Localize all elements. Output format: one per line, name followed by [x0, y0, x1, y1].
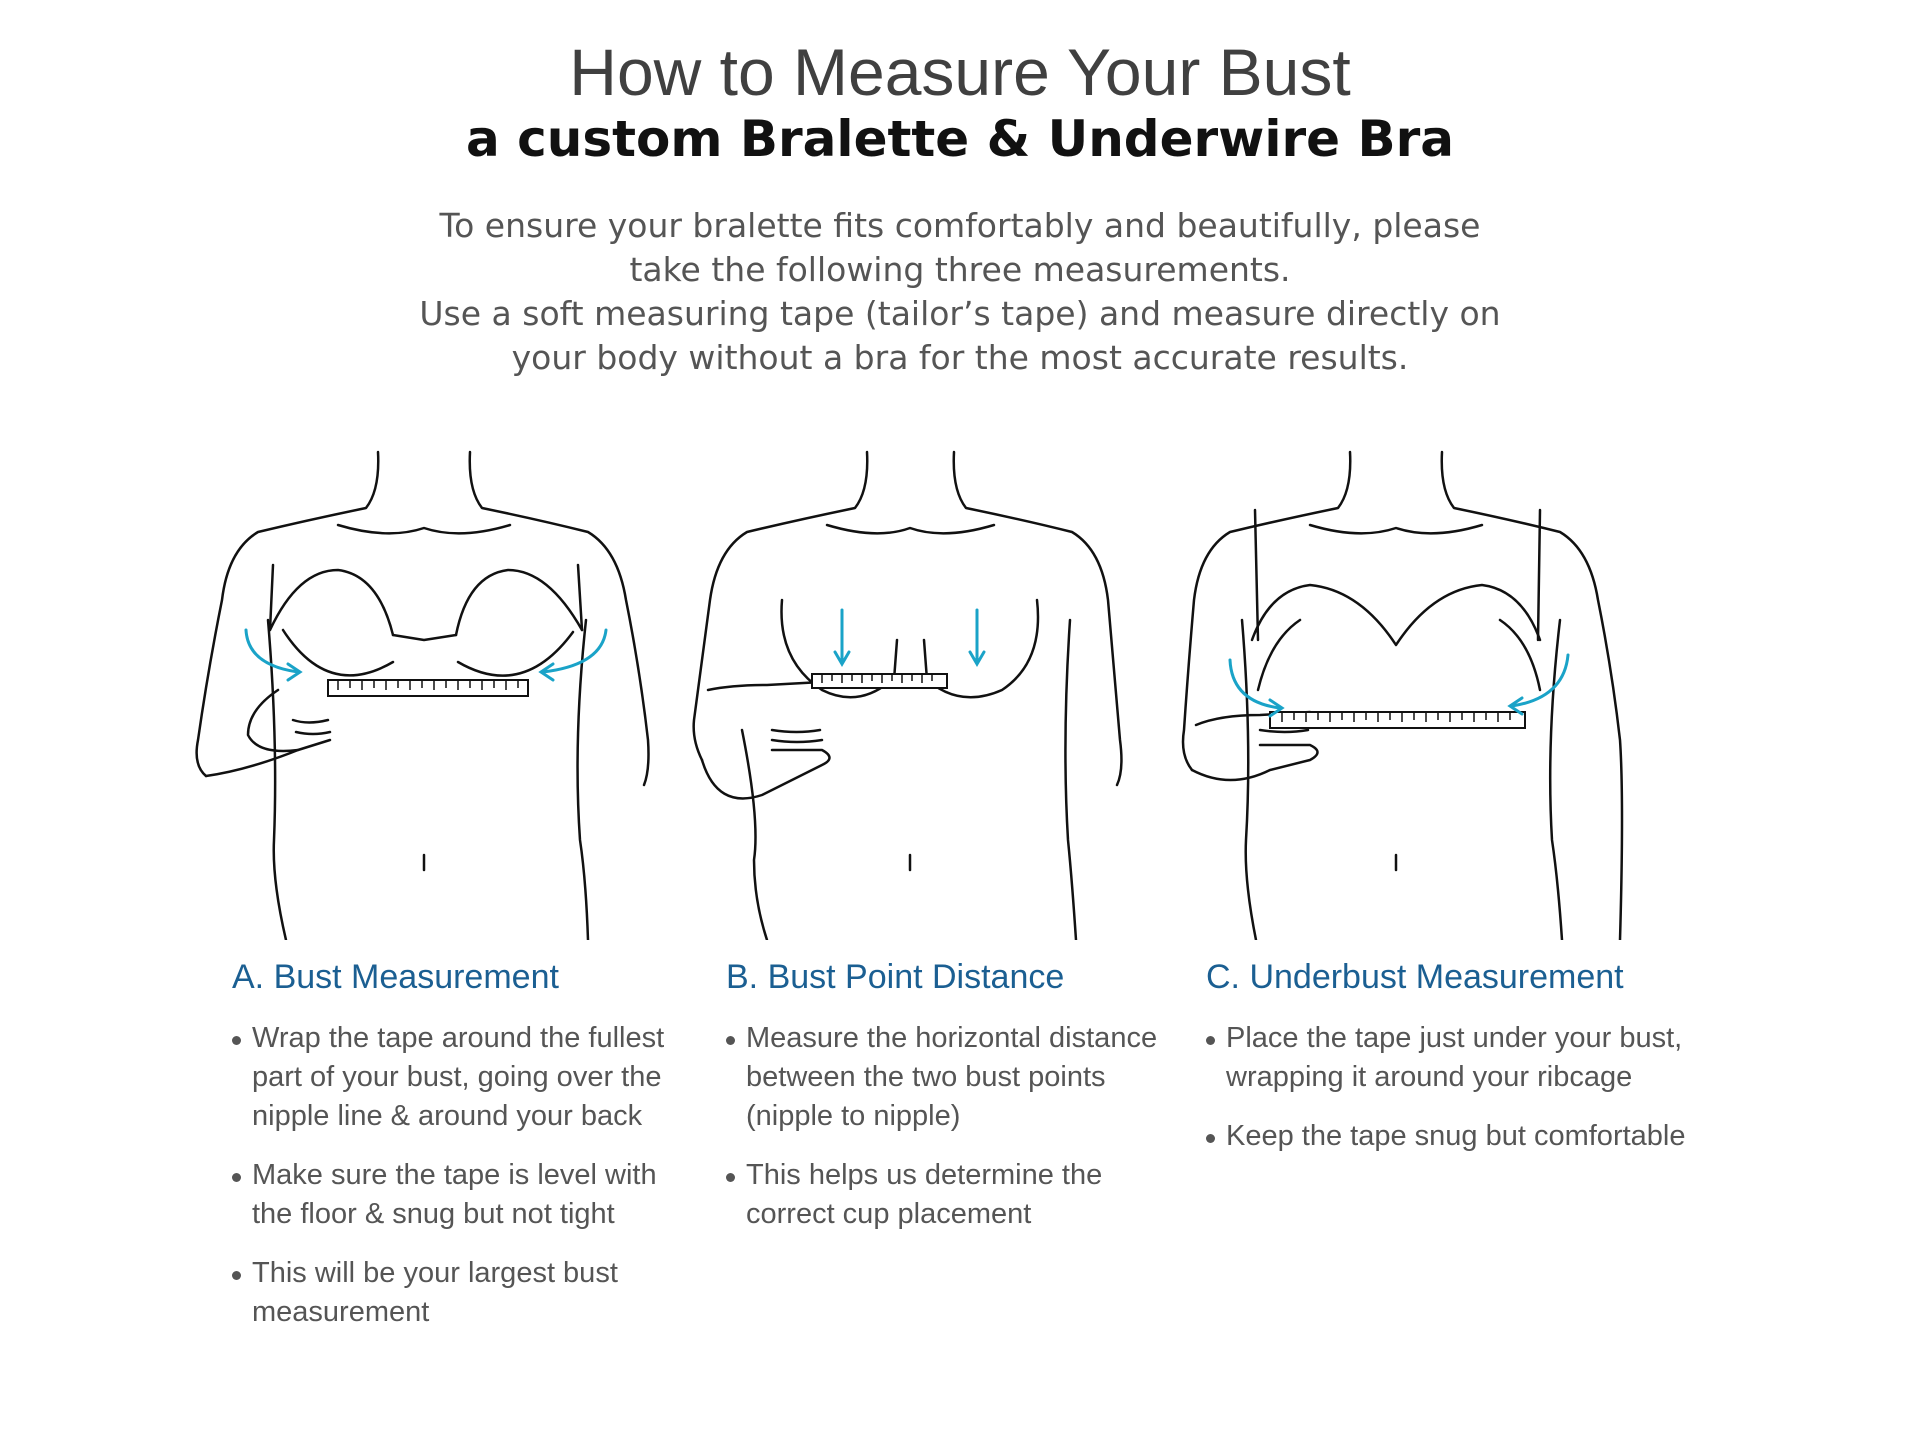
- intro-text: To ensure your bralette fits comfortably…: [360, 204, 1560, 380]
- bullet-text: This will be your largest bust measureme…: [252, 1257, 618, 1328]
- bullet-list: Place the tape just under your bust, wra…: [1206, 1019, 1686, 1156]
- bullet-list: Measure the horizontal distance between …: [726, 1019, 1206, 1234]
- bullet-text: Measure the horizontal distance between …: [746, 1022, 1158, 1132]
- bullet-icon: [726, 1173, 735, 1182]
- intro-line: your body without a bra for the most acc…: [511, 338, 1409, 377]
- bullet-icon: [232, 1173, 241, 1182]
- bullet-text: This helps us determine the correct cup …: [746, 1159, 1103, 1230]
- down-arrows-icon: [833, 608, 986, 667]
- bullet-text: Wrap the tape around the fullest part of…: [252, 1022, 665, 1132]
- bullet-icon: [232, 1271, 241, 1280]
- bust-point-illustration: [692, 450, 1123, 940]
- intro-line: Use a soft measuring tape (tailor’s tape…: [419, 294, 1501, 333]
- bust-measurement-figure: [188, 440, 658, 940]
- list-item: This will be your largest bust measureme…: [232, 1254, 692, 1332]
- wrap-arrows-icon: [244, 628, 608, 682]
- bust-point-figure: [672, 440, 1142, 940]
- list-item: Keep the tape snug but comfortable: [1206, 1117, 1746, 1156]
- list-item: Measure the horizontal distance between …: [726, 1019, 1176, 1136]
- intro-line: To ensure your bralette fits comfortably…: [439, 206, 1481, 245]
- page-subtitle: a custom Bralette & Underwire Bra: [466, 110, 1454, 168]
- section-bust-point-distance: B. Bust Point Distance Measure the horiz…: [726, 958, 1206, 1254]
- underbust-figure: [1160, 440, 1630, 940]
- measuring-tape: [811, 673, 948, 689]
- bullet-list: Wrap the tape around the fullest part of…: [232, 1019, 712, 1332]
- list-item: Place the tape just under your bust, wra…: [1206, 1019, 1686, 1097]
- bullet-icon: [1206, 1036, 1215, 1045]
- bullet-text: Make sure the tape is level with the flo…: [252, 1159, 657, 1230]
- section-heading: B. Bust Point Distance: [726, 958, 1065, 996]
- bullet-icon: [232, 1036, 241, 1045]
- section-heading: A. Bust Measurement: [232, 958, 559, 996]
- section-underbust-measurement: C. Underbust Measurement Place the tape …: [1206, 958, 1686, 1176]
- underbust-illustration: [1181, 450, 1624, 940]
- bullet-icon: [726, 1036, 735, 1045]
- wrap-arrows-icon: [1228, 653, 1570, 718]
- intro-line: take the following three measurements.: [629, 250, 1291, 289]
- list-item: Wrap the tape around the fullest part of…: [232, 1019, 672, 1136]
- section-bust-measurement: A. Bust Measurement Wrap the tape around…: [232, 958, 712, 1352]
- list-item: Make sure the tape is level with the flo…: [232, 1156, 672, 1234]
- measuring-tape: [327, 679, 529, 697]
- page-title: How to Measure Your Bust: [569, 35, 1351, 109]
- bullet-text: Keep the tape snug but comfortable: [1226, 1120, 1686, 1152]
- measuring-tape: [1269, 711, 1526, 729]
- bullet-text: Place the tape just under your bust, wra…: [1226, 1022, 1683, 1093]
- bullet-icon: [1206, 1134, 1215, 1143]
- list-item: This helps us determine the correct cup …: [726, 1156, 1176, 1234]
- section-heading: C. Underbust Measurement: [1206, 958, 1624, 996]
- bust-measurement-illustration: [195, 450, 650, 940]
